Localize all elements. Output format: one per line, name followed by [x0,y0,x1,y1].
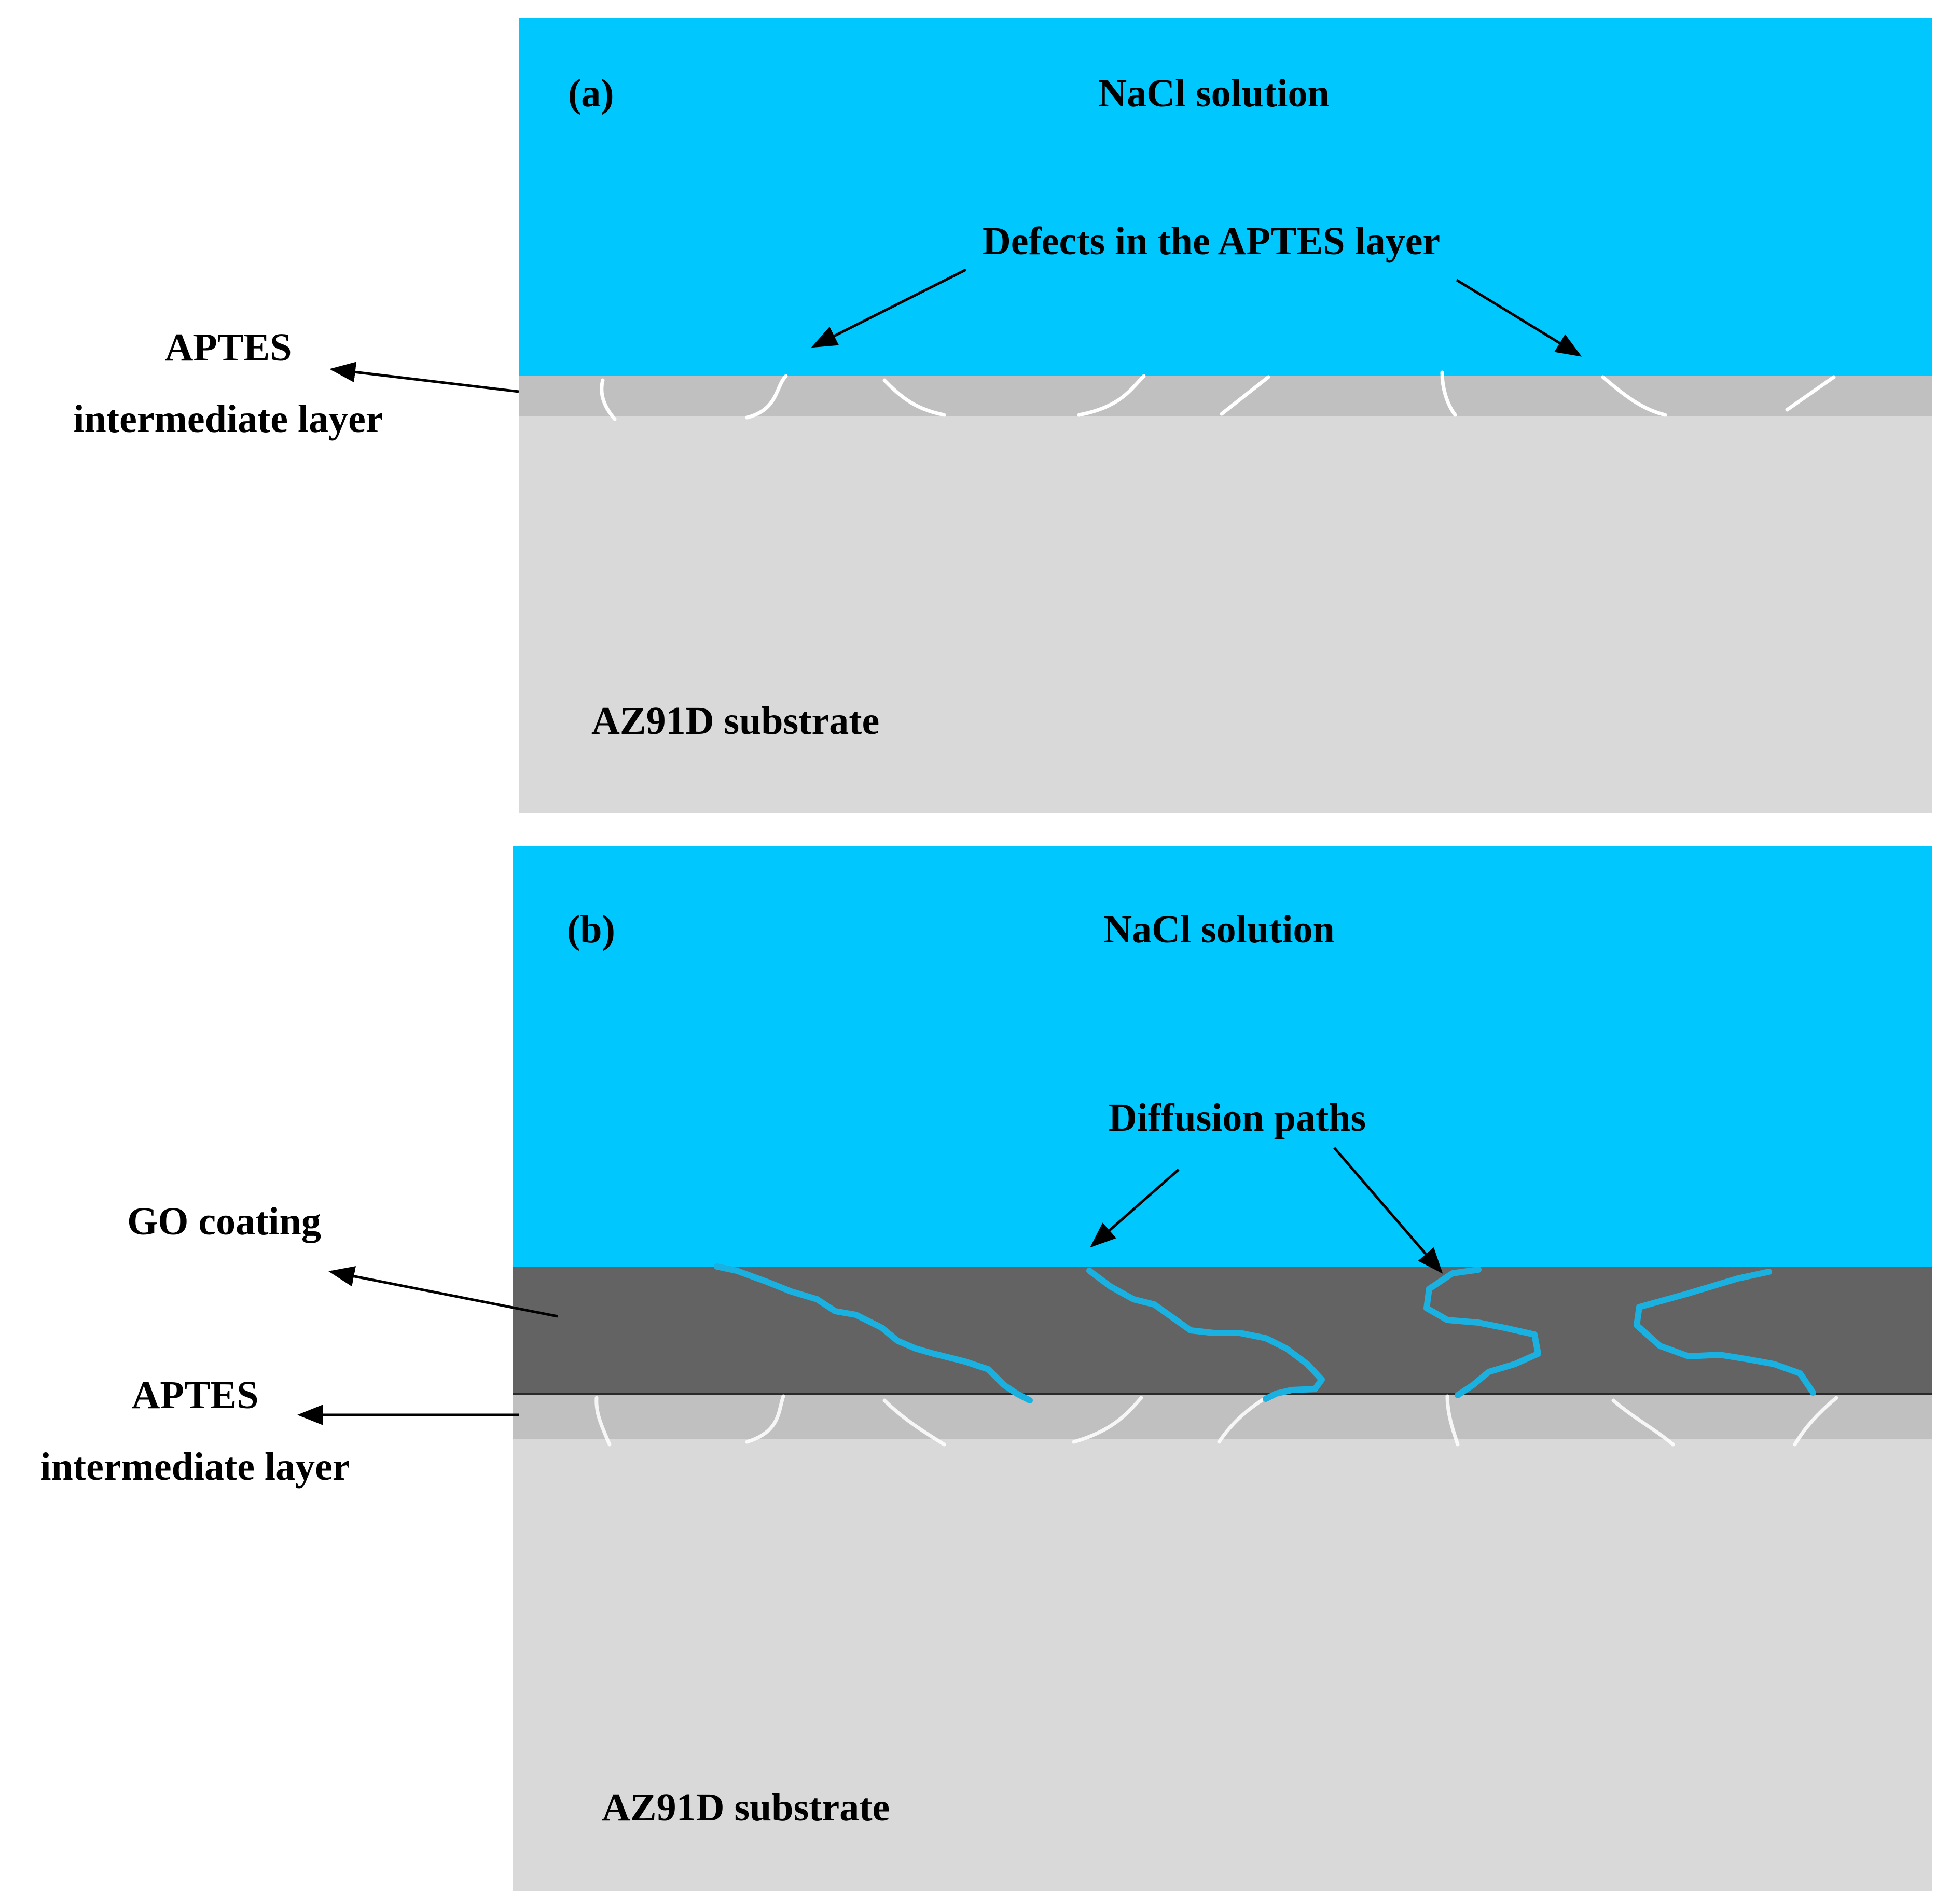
defect-crack [1440,370,1457,417]
panel-b-defects [594,1394,1838,1447]
defect-crack [1785,375,1836,412]
defect-crack [745,374,788,420]
panel-a-aptes-arrow [329,362,519,393]
diffusion-path [1086,1268,1325,1402]
panel-a: (a) NaCl solution Defects in the APTES l… [73,18,1932,813]
defect-crack [1611,1398,1675,1447]
defect-crack [1077,374,1146,417]
diffusion-path [714,1263,1033,1403]
panel-b-aptes-layer-region [513,1395,1932,1439]
panel-a-substrate-region [519,416,1932,813]
panel-a-aptes-label-line2: intermediate layer [73,397,383,441]
panel-a-defects-label: Defects in the APTES layer [983,219,1440,263]
defect-crack [882,378,946,417]
defect-crack [882,1398,946,1447]
panel-b-diffusion-label: Diffusion paths [1109,1096,1366,1139]
defect-crack [594,1396,612,1447]
panel-a-nacl-solution-region [519,18,1932,376]
panel-b-label: (b) [567,908,615,951]
defect-crack [600,378,617,421]
panel-b-nacl-solution-region [513,846,1932,1267]
panel-a-defect-arrow-right [1456,279,1582,357]
defect-crack [1220,375,1270,416]
panel-a-label: (a) [568,72,614,115]
panel-b-substrate-region [513,1439,1932,1891]
panel-a-substrate-label: AZ91D substrate [591,699,879,743]
defect-crack [1445,1394,1460,1447]
panel-a-defects [600,370,1836,421]
panel-b-go-label: GO coating [127,1200,321,1243]
panel-a-aptes-label-line1: APTES [165,326,292,369]
defect-crack [745,1394,785,1444]
panel-a-nacl-solution-label: NaCl solution [1098,72,1330,115]
panel-b-aptes-label-line1: APTES [132,1373,259,1417]
panel-b-diffusion-arrow-left [1090,1169,1180,1248]
defect-crack [1217,1396,1268,1444]
defect-crack [1601,375,1667,417]
defect-crack [1072,1396,1143,1444]
defect-crack [1793,1396,1838,1447]
panel-b-substrate-label: AZ91D substrate [602,1786,890,1829]
panel-b-aptes-label-line2: intermediate layer [40,1445,350,1489]
panel-a-defect-arrow-left [811,268,967,348]
panel-b-nacl-solution-label: NaCl solution [1103,908,1335,951]
panel-b-go-arrow [328,1266,558,1318]
panel-b: (b) NaCl solution Diffusion paths GO coa… [40,846,1932,1891]
diffusion-path [1634,1269,1816,1396]
panel-b-diffusion-arrow-right [1333,1147,1443,1274]
diffusion-path [1423,1267,1541,1398]
panel-b-diffusion-paths [714,1263,1816,1403]
